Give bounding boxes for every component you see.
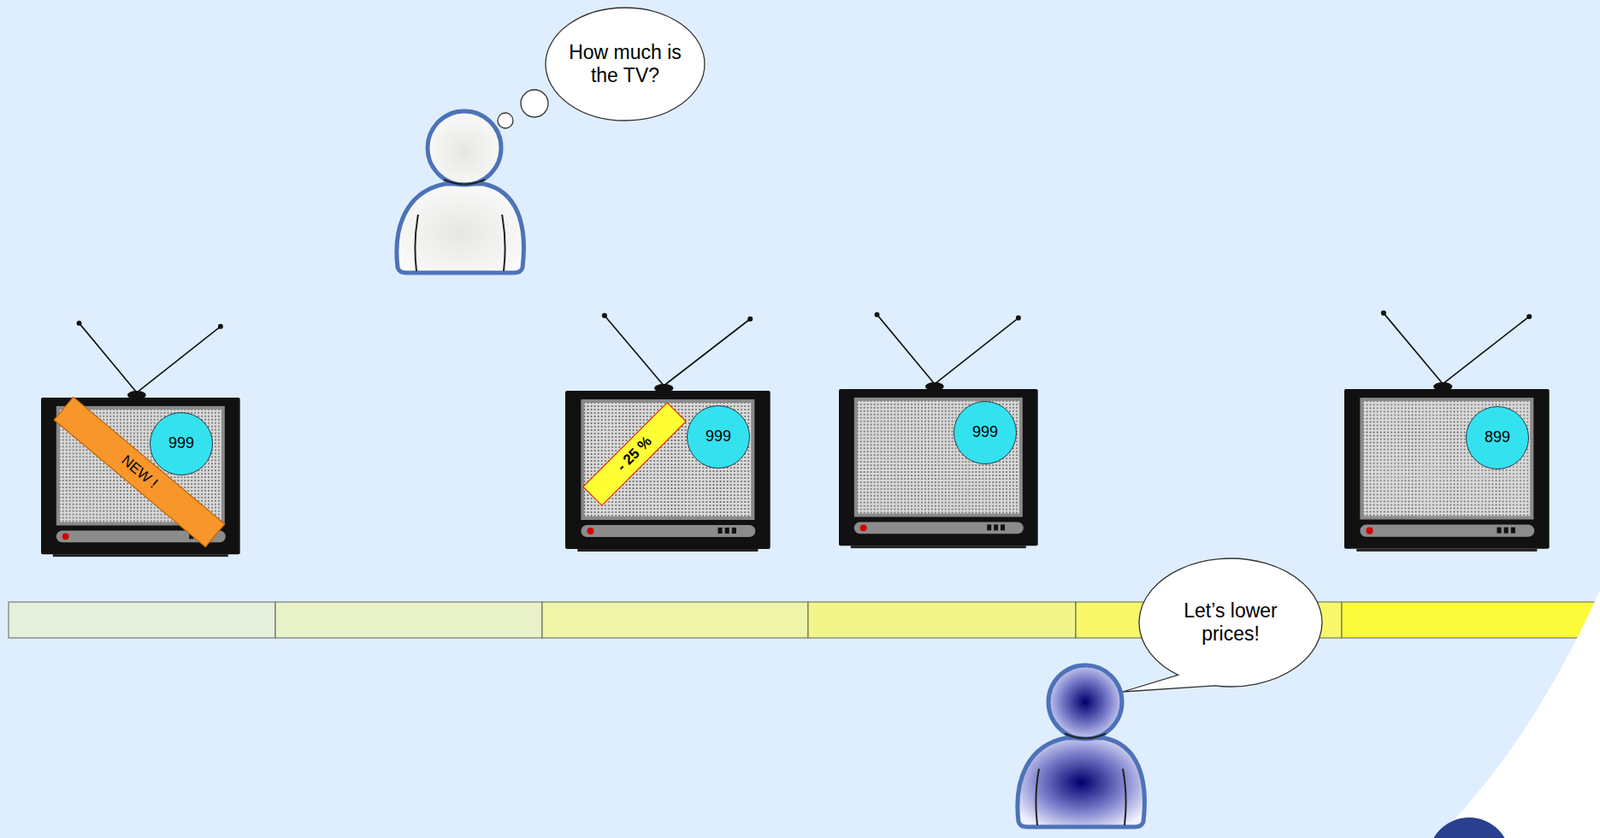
corner-dot	[1428, 817, 1511, 838]
node-text: Let’s lower prices!	[1166, 599, 1295, 646]
node-text: 999	[972, 423, 998, 442]
price-tag: 899	[1465, 406, 1530, 470]
thought-dot	[520, 89, 549, 118]
tv-set	[838, 312, 1039, 549]
timeline-segment	[1341, 602, 1600, 638]
timeline-bar	[8, 602, 1600, 638]
bubble-shape	[545, 7, 705, 121]
node-text: 999	[168, 434, 195, 453]
price-tag: 999	[149, 412, 213, 476]
thought-dot	[497, 112, 514, 129]
tv-set	[41, 320, 241, 557]
seller-figure	[1017, 665, 1146, 827]
price-tag: 999	[953, 401, 1017, 465]
node-text: 899	[1484, 428, 1511, 447]
bubble-shape	[1122, 558, 1323, 692]
timeline-segment	[8, 602, 276, 638]
thought-bubble: How much is the TV?	[545, 7, 705, 121]
tv-set	[565, 312, 771, 552]
timeline-segment	[275, 602, 543, 638]
node-text: How much is the TV?	[560, 41, 690, 88]
tv-set	[1344, 310, 1550, 552]
price-tag: 999	[686, 405, 750, 469]
timeline-segment	[542, 602, 809, 638]
speech-bubble: Let’s lower prices!	[1139, 558, 1323, 687]
timeline-segment	[808, 602, 1076, 638]
corner-swoosh	[1436, 590, 1600, 838]
discount-banner: - 25 %	[582, 401, 687, 507]
node-text: 999	[705, 427, 732, 446]
node-text: - 25 %	[614, 433, 656, 476]
customer-figure	[396, 111, 525, 273]
